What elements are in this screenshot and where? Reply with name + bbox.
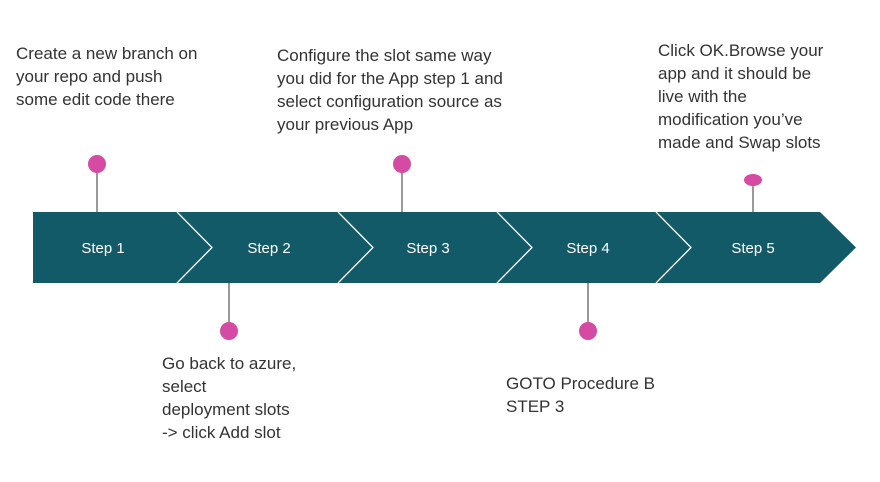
marker-step3 xyxy=(393,155,411,173)
note-step5-line-3: live with the xyxy=(658,87,747,106)
step-label-4: Step 4 xyxy=(566,240,609,257)
step-label-1: Step 1 xyxy=(81,240,124,257)
note-step5-line-4: modification you’ve xyxy=(658,110,803,129)
note-step3-line-1: Configure the slot same way xyxy=(277,46,492,65)
note-step4-line-1: GOTO Procedure B xyxy=(506,374,655,393)
step-label-5: Step 5 xyxy=(731,240,774,257)
note-step2-line-4: -> click Add slot xyxy=(162,423,281,442)
marker-step2 xyxy=(220,322,238,340)
note-step5: Click OK.Browse your app and it should b… xyxy=(658,39,823,154)
marker-step4 xyxy=(579,322,597,340)
note-step1-line-2: your repo and push xyxy=(16,67,163,86)
note-step2: Go back to azure, select deployment slot… xyxy=(162,352,296,444)
note-step5-line-5: made and Swap slots xyxy=(658,133,821,152)
note-step1-line-3: some edit code there xyxy=(16,90,175,109)
chevron-separator-2 xyxy=(337,211,374,284)
note-step3-line-4: your previous App xyxy=(277,115,414,134)
step-label-2: Step 2 xyxy=(247,240,290,257)
note-step2-line-1: Go back to azure, xyxy=(162,354,297,373)
note-step1: Create a new branch on your repo and pus… xyxy=(16,42,197,111)
note-step2-line-2: select xyxy=(162,377,207,396)
chevron-separator-3 xyxy=(496,211,533,284)
chevron-separator-4 xyxy=(655,211,692,284)
note-step5-line-1: Click OK.Browse your xyxy=(658,41,824,60)
note-step1-line-1: Create a new branch on xyxy=(16,44,198,63)
marker-step1 xyxy=(88,155,106,173)
note-step2-line-3: deployment slots xyxy=(162,400,290,419)
note-step3-line-3: select configuration source as xyxy=(277,92,502,111)
chevron-separator-1 xyxy=(176,211,213,284)
note-step3-line-2: you did for the App step 1 and xyxy=(277,69,503,88)
note-step5-line-2: app and it should be xyxy=(658,64,812,83)
timeline-arrow-band xyxy=(33,212,856,283)
step-label-3: Step 3 xyxy=(406,240,449,257)
marker-step5 xyxy=(744,174,762,186)
note-step4-line-2: STEP 3 xyxy=(506,397,565,416)
note-step3: Configure the slot same way you did for … xyxy=(277,44,503,136)
note-step4: GOTO Procedure B STEP 3 xyxy=(506,372,655,418)
